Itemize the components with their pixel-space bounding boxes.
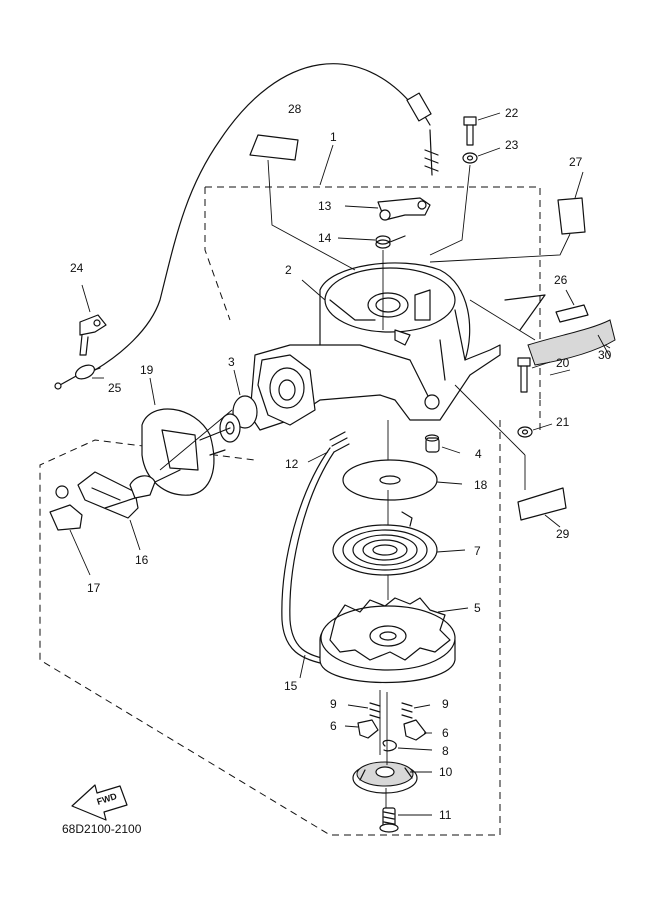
part-28-label — [249, 134, 356, 271]
callout-1: 1 — [330, 130, 337, 144]
part-5-reel — [319, 597, 469, 684]
part-2-starter-housing — [249, 262, 501, 431]
part-25-cable-end — [54, 364, 104, 390]
callout-23: 23 — [505, 138, 519, 152]
part-23-washer — [429, 147, 501, 256]
part-16-handle — [77, 469, 181, 551]
part-6-pawl-right — [403, 719, 432, 741]
part-4-bushing — [424, 434, 461, 454]
callout-14: 14 — [318, 231, 332, 245]
part-19-handle-grip — [141, 377, 215, 496]
part-7-spiral-spring — [332, 511, 466, 576]
assembly-axis-lines — [159, 409, 389, 808]
part-22-bolt — [463, 112, 501, 146]
callout-labels: 1 2 3 4 5 6 6 7 8 9 9 10 11 12 13 14 15 … — [70, 102, 612, 822]
part-29-label — [454, 384, 567, 528]
callout-6-right: 6 — [442, 726, 449, 740]
callout-20: 20 — [556, 356, 570, 370]
part-15-rope — [281, 447, 335, 679]
part-30-plate — [469, 294, 616, 366]
callout-9-left: 9 — [330, 697, 337, 711]
callout-5: 5 — [474, 601, 481, 615]
callout-26: 26 — [554, 273, 568, 287]
part-9-spring-right — [401, 702, 431, 719]
part-3-rope-seal — [199, 369, 258, 456]
callout-8: 8 — [442, 744, 449, 758]
callout-2: 2 — [285, 263, 292, 277]
part-18-plate — [342, 420, 463, 501]
callout-6-left: 6 — [330, 719, 337, 733]
part-27-label — [429, 171, 586, 263]
part-24-clamp — [79, 284, 107, 356]
callout-7: 7 — [474, 544, 481, 558]
assembly-boundary — [39, 186, 541, 836]
callout-11: 11 — [439, 808, 452, 822]
part-8-clip — [382, 739, 433, 752]
callout-13: 13 — [318, 199, 332, 213]
callout-15: 15 — [284, 679, 298, 693]
part-17-clip — [49, 485, 91, 576]
callout-21: 21 — [556, 415, 570, 429]
callout-10: 10 — [439, 765, 453, 779]
part-14-spring — [375, 235, 406, 249]
fwd-arrow-icon: FWD — [71, 784, 128, 821]
starter-cable — [94, 63, 439, 371]
upper-leader-lines — [301, 144, 611, 376]
callout-12: 12 — [285, 457, 299, 471]
drawing-code: 68D2100-2100 — [62, 822, 142, 836]
callout-30: 30 — [598, 348, 612, 362]
callout-27: 27 — [569, 155, 583, 169]
callout-29: 29 — [556, 527, 570, 541]
callout-18: 18 — [474, 478, 488, 492]
callout-22: 22 — [505, 106, 519, 120]
part-10-drive-plate — [352, 761, 432, 794]
callout-4: 4 — [475, 447, 482, 461]
callout-16: 16 — [135, 553, 149, 567]
callout-17: 17 — [87, 581, 101, 595]
callout-28: 28 — [288, 102, 302, 116]
part-12-spring — [307, 431, 350, 463]
part-20-bolt — [517, 357, 551, 393]
callout-19: 19 — [140, 363, 154, 377]
part-21-washer — [517, 423, 553, 438]
part-11-bolt — [379, 807, 432, 833]
callout-9-right: 9 — [442, 697, 449, 711]
callout-25: 25 — [108, 381, 122, 395]
callout-24: 24 — [70, 261, 84, 275]
part-26-label — [555, 289, 589, 323]
part-13-lever — [377, 197, 431, 221]
part-9-spring-left — [347, 702, 381, 719]
callout-3: 3 — [228, 355, 235, 369]
part-6-pawl-left — [344, 719, 379, 739]
